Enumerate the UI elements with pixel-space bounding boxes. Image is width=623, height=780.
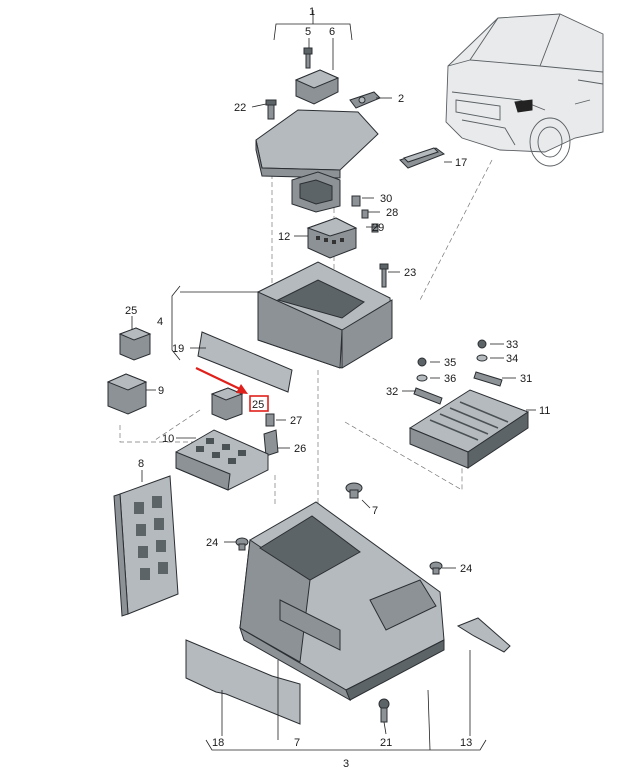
label-7-lower: 7 (294, 737, 300, 749)
part-22-bolt (265, 99, 277, 120)
part-1-cover (255, 109, 379, 213)
bracket-1 (273, 23, 353, 41)
part-6-module (294, 69, 340, 105)
part-10-relay-carrier (175, 429, 269, 491)
label-5: 5 (305, 26, 311, 38)
label-3: 3 (343, 758, 349, 770)
part-7-grommet (345, 482, 363, 499)
bracket-4 (171, 285, 181, 361)
label-7-upper: 7 (372, 505, 378, 517)
part-23-screw (379, 263, 389, 288)
vehicle-illustration (445, 13, 604, 167)
part-2-clip (349, 91, 381, 109)
label-9: 9 (158, 385, 164, 397)
part-34-washer (476, 354, 488, 362)
label-13: 13 (460, 737, 472, 749)
label-35: 35 (444, 357, 456, 369)
leader-lines (131, 10, 536, 751)
highlight-arrow (195, 367, 248, 394)
label-30: 30 (380, 193, 392, 205)
label-34: 34 (506, 353, 518, 365)
label-19: 19 (172, 343, 184, 355)
part-24-clip-left (235, 537, 249, 551)
part-33-nut (477, 339, 487, 349)
part-26-terminal (263, 429, 279, 457)
part-8-fuse-strip (113, 475, 179, 617)
part-17-connector (399, 147, 446, 169)
label-36: 36 (444, 373, 456, 385)
label-4: 4 (157, 316, 163, 328)
part-31-terminal (473, 371, 503, 387)
label-24-left: 24 (206, 537, 218, 549)
label-23: 23 (404, 267, 416, 279)
label-25-upper: 25 (125, 305, 137, 317)
label-32: 32 (386, 386, 398, 398)
part-9-relay-holder (106, 373, 148, 415)
label-31: 31 (520, 373, 532, 385)
part-32-terminal (413, 387, 443, 405)
label-11: 11 (539, 405, 550, 417)
part-28-fuse (361, 209, 369, 219)
label-18: 18 (212, 737, 224, 749)
part-4-upper-box (257, 261, 393, 369)
part-11-fuse-block (408, 389, 530, 469)
label-2: 2 (398, 93, 404, 105)
part-35-nut (417, 357, 427, 367)
part-30-fuse (351, 195, 361, 207)
part-number-labels: 1 5 6 2 22 17 30 28 29 12 23 25 4 19 35 … (125, 6, 550, 770)
highlight-box (249, 395, 269, 412)
label-22: 22 (234, 102, 246, 114)
part-21-clip (378, 698, 390, 723)
label-6: 6 (329, 26, 335, 38)
label-10: 10 (162, 433, 174, 445)
label-8: 8 (138, 458, 144, 470)
part-5-screw (303, 47, 313, 69)
part-18-gasket (185, 639, 301, 725)
label-25-highlighted: 25 (252, 399, 264, 411)
label-29: 29 (372, 222, 384, 234)
label-27: 27 (290, 415, 302, 427)
label-1: 1 (309, 6, 315, 18)
part-12-fuse-holder (306, 217, 358, 259)
part-25-relay-upper (118, 327, 152, 361)
label-21: 21 (380, 737, 392, 749)
part-27-clip (265, 413, 275, 427)
label-33: 33 (506, 339, 518, 351)
part-3-main-housing (239, 501, 445, 702)
label-24-right: 24 (460, 563, 472, 575)
bracket-3 (205, 739, 487, 751)
part-13-bracket (456, 617, 511, 653)
label-26: 26 (294, 443, 306, 455)
part-24-clip-right (429, 561, 443, 575)
part-25-relay-lower (210, 387, 244, 421)
part-36-washer (416, 374, 428, 382)
part-29-fuse (371, 223, 379, 233)
label-12: 12 (278, 231, 290, 243)
label-28: 28 (386, 207, 398, 219)
label-17: 17 (455, 157, 467, 169)
